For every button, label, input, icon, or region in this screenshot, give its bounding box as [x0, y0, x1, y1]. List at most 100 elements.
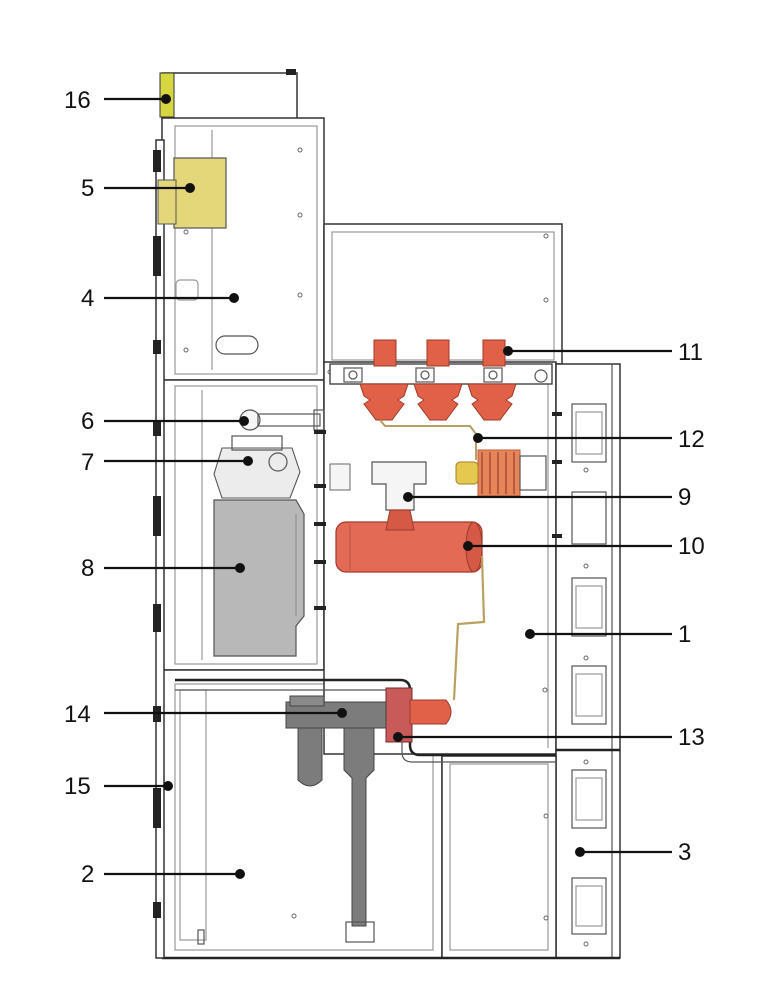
- interlock-tab: [314, 430, 326, 434]
- coil-yellow-cap: [455, 461, 479, 485]
- lv-compartment: [161, 117, 325, 381]
- callout-15: 15: [64, 773, 91, 800]
- callout-10: 10: [678, 533, 705, 560]
- lv-bracket: [175, 279, 199, 301]
- screw: [183, 229, 189, 235]
- right-panel-window: [571, 769, 607, 829]
- coil-sensor: [477, 449, 521, 497]
- busbar-clamp: [415, 367, 435, 383]
- hinge: [153, 902, 161, 918]
- lv-device-side: [157, 179, 177, 225]
- right-panel-window: [571, 491, 607, 545]
- callout-16: 16: [64, 87, 91, 114]
- callout-12: 12: [678, 426, 705, 453]
- bushing-cone: [409, 699, 452, 725]
- callout-2: 2: [81, 861, 94, 888]
- screw: [583, 563, 589, 569]
- screw: [583, 759, 589, 765]
- callout-5: 5: [81, 175, 94, 202]
- screw: [543, 813, 549, 819]
- hinge: [153, 420, 161, 436]
- cable-compartment-inner: [174, 683, 434, 951]
- edge-tab: [552, 534, 562, 538]
- hinge: [153, 788, 161, 828]
- busbar-clamp: [483, 367, 503, 383]
- screw: [543, 297, 549, 303]
- screw: [583, 941, 589, 947]
- screw: [543, 233, 549, 239]
- insulator-top: [373, 339, 506, 367]
- breaker-device: [213, 499, 305, 657]
- mechanism: [213, 447, 301, 499]
- callout-3: 3: [678, 839, 691, 866]
- top-box: [161, 72, 298, 120]
- lv-handle-slot: [215, 335, 259, 355]
- cable-right: [343, 727, 375, 927]
- hinge: [153, 496, 161, 536]
- cable-clamp: [345, 921, 375, 943]
- screw: [543, 915, 549, 921]
- screw: [297, 147, 303, 153]
- right-panel-window: [575, 585, 603, 629]
- interlock-tab: [314, 484, 326, 488]
- screw: [291, 913, 297, 919]
- insulator-body: [359, 383, 517, 421]
- lv-device-box: [173, 157, 227, 229]
- sensor-wire: [379, 419, 477, 460]
- right-panel-window: [571, 403, 607, 463]
- coil-turns: [481, 452, 515, 494]
- right-panel-window: [571, 577, 607, 637]
- lower-middle-inner: [449, 763, 549, 951]
- hinge: [153, 340, 161, 354]
- hinge: [153, 236, 161, 276]
- callout-7: 7: [81, 449, 94, 476]
- busbar-clamp: [343, 367, 363, 383]
- right-panel-window: [575, 673, 603, 717]
- busbar-bolt: [420, 370, 430, 380]
- shaft: [257, 413, 321, 427]
- right-panel-window: [575, 777, 603, 821]
- callout-6: 6: [81, 408, 94, 435]
- busbar-bolt: [534, 369, 548, 383]
- interlock-tab: [314, 522, 326, 526]
- cable-head-cap: [289, 695, 325, 707]
- right-panel: [555, 363, 621, 959]
- lv-compartment-inner: [174, 125, 318, 375]
- screw: [183, 347, 189, 353]
- edge-tab: [552, 460, 562, 464]
- hinge: [153, 150, 161, 172]
- screw: [297, 292, 303, 298]
- screw: [583, 467, 589, 473]
- busbar-support: [329, 363, 553, 385]
- coil-white-end: [519, 455, 547, 491]
- hinge: [153, 604, 161, 632]
- top-box-cap: [286, 69, 296, 75]
- callouts: 16 5 4 11 6 12 7 9 10: [64, 87, 705, 888]
- red-cylinder-neck: [385, 509, 415, 531]
- right-panel-window: [571, 877, 607, 935]
- callout-14: 14: [64, 701, 91, 728]
- right-panel-window: [575, 885, 603, 927]
- callout-9: 9: [678, 484, 691, 511]
- busbar-bolt: [348, 370, 358, 380]
- mechanism-block: [231, 435, 283, 451]
- callout-13: 13: [678, 724, 705, 751]
- screw: [583, 655, 589, 661]
- right-panel-window: [571, 665, 607, 725]
- cable-left: [297, 727, 323, 787]
- screw: [297, 212, 303, 218]
- screw: [542, 687, 548, 693]
- edge-tab: [552, 412, 562, 416]
- lower-middle-compartment: [441, 755, 557, 959]
- connecting-wire: [452, 555, 486, 701]
- busbar-bolt: [488, 370, 498, 380]
- interlock-tab: [314, 606, 326, 610]
- bottom-latch: [197, 929, 205, 945]
- callout-4: 4: [81, 285, 94, 312]
- callout-1: 1: [678, 621, 691, 648]
- left-door-edge: [155, 139, 165, 959]
- interlock-tab: [314, 560, 326, 564]
- white-fitting-left: [329, 463, 351, 491]
- mechanism-gear: [268, 452, 288, 472]
